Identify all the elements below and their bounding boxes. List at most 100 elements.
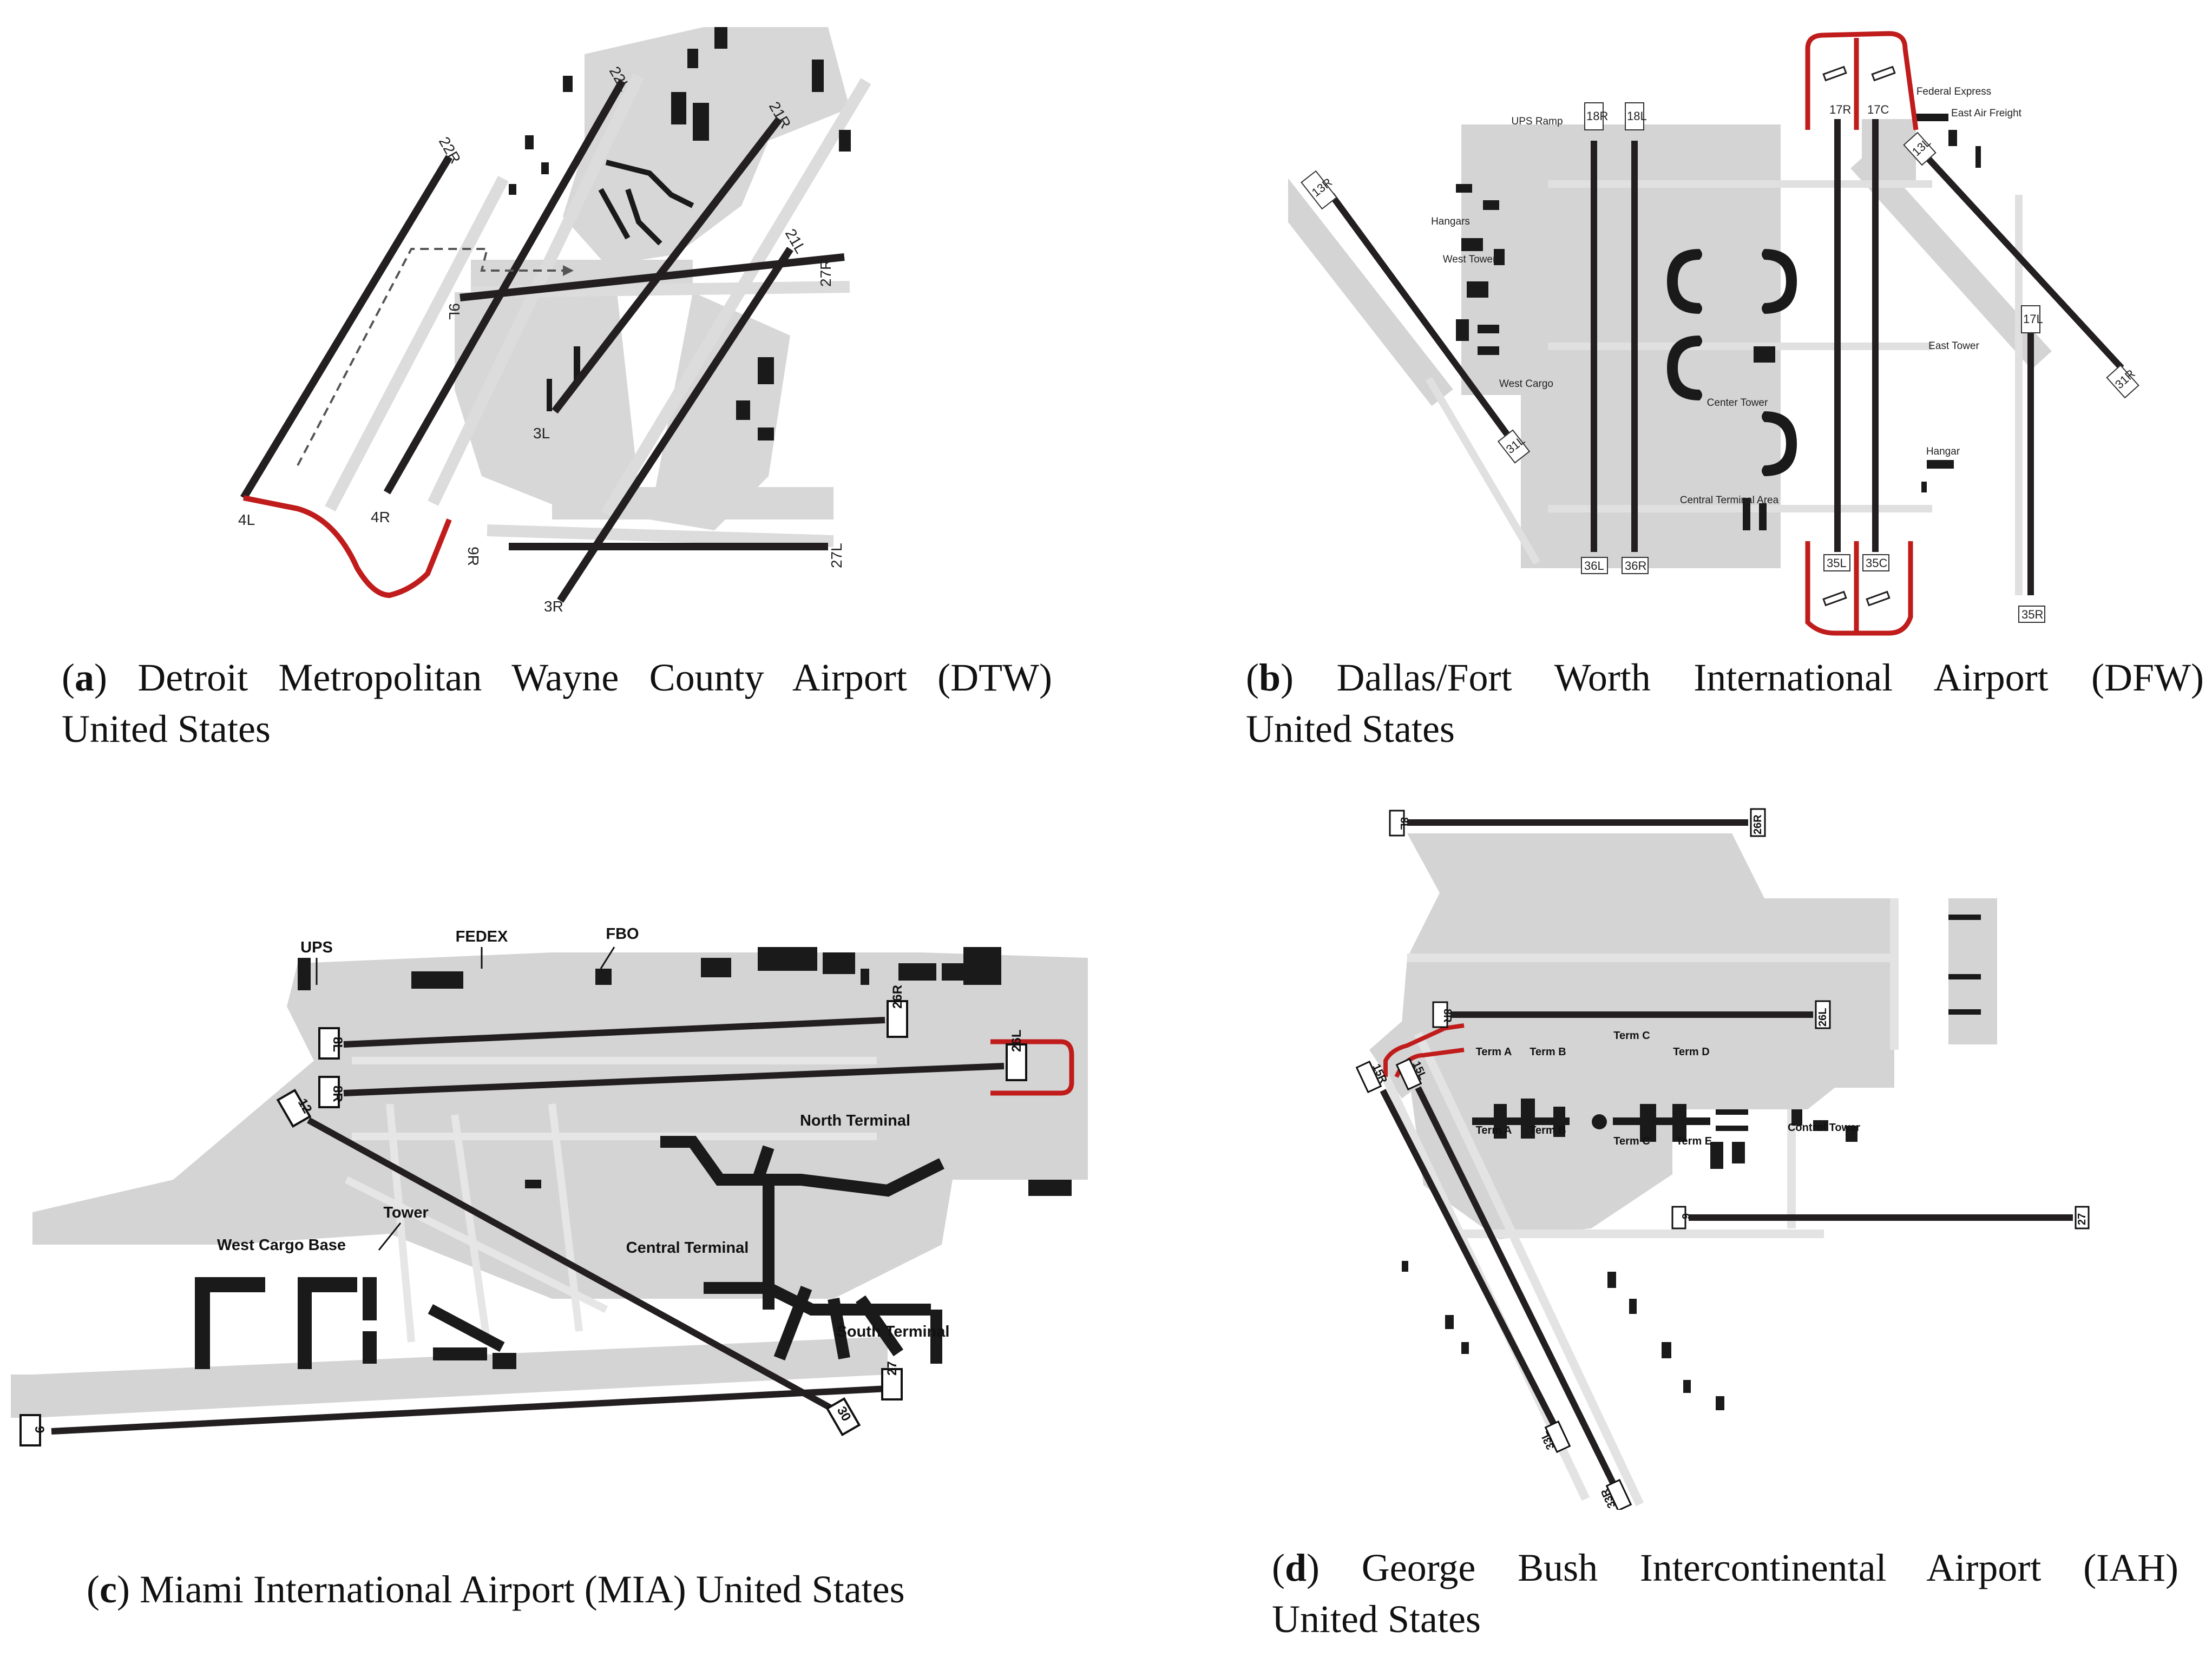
runway-label-35R: 35R	[2021, 608, 2043, 621]
facility-label-central-terminal: Central Terminal Area	[1680, 495, 1779, 506]
runway-label-4R: 4R	[371, 509, 390, 525]
runway-13L-31R	[1924, 154, 2124, 371]
facility-label-west-tower: West Tower	[1443, 254, 1496, 265]
facility-label-fbo: FBO	[606, 925, 639, 943]
runway-tag-17C: 17C	[1867, 103, 1889, 116]
facility-label-center-tower: Center Tower	[1707, 397, 1768, 409]
caption-d-line2: United States	[1272, 1597, 1481, 1641]
map-dtw: 22L 22R 21R 21L 27R 9L 3L 4L 4R 9R 27L 3…	[238, 27, 871, 611]
facility-label-term-a-bottom: Term A	[1476, 1125, 1512, 1136]
caption-a-line2: United States	[62, 707, 271, 751]
caption-letter-d: d	[1284, 1546, 1307, 1589]
runway-tag-35C: 35C	[1862, 554, 1889, 571]
mia-buildings	[298, 947, 1072, 1196]
runway-tag-9: 9	[19, 1414, 47, 1446]
runway-tag-8R: 8R	[318, 1076, 345, 1108]
caption-b: (b) Dallas/Fort Worth International Airp…	[1246, 652, 2204, 755]
facility-label-term-a-top: Term A	[1476, 1046, 1512, 1058]
runway-tag-31R: 31R	[2106, 364, 2139, 399]
runway-tag-35L: 35L	[1823, 554, 1850, 571]
runway-tag-8L: 8L	[1389, 810, 1410, 837]
runway-label-8R: 8R	[1441, 1009, 1453, 1023]
dtw-taxiways	[325, 73, 871, 547]
iah-terminals	[1402, 915, 1981, 1410]
dtw-runways	[240, 79, 845, 603]
runway-9-27	[51, 1385, 899, 1435]
runway-label-6: 6	[1679, 1213, 1691, 1219]
runway-8R-26L	[343, 1063, 1005, 1096]
runway-tag-13L: 13L	[1903, 131, 1937, 166]
facility-label-ups: UPS	[300, 939, 333, 956]
runway-tag-17L: 17L	[2021, 305, 2043, 333]
facility-label-term-c-top: Term C	[1613, 1030, 1650, 1042]
dfw-highlight-routes	[1805, 31, 1919, 636]
runway-tag-30: 30	[825, 1397, 861, 1436]
caption-a-line1: Detroit Metropolitan Wayne County Airpor…	[137, 656, 1052, 699]
runway-label-35C: 35C	[1866, 556, 1887, 570]
caption-letter-c: c	[99, 1568, 117, 1611]
facility-label-east-tower: East Tower	[1928, 340, 1979, 352]
runway-label-27R: 27R	[817, 259, 834, 287]
runway-label-8L: 8L	[1398, 817, 1410, 830]
facility-label-term-c-bottom: Term C	[1613, 1135, 1650, 1147]
facility-label-hangars: Hangars	[1431, 216, 1470, 227]
facility-label-west-cargo-base: West Cargo Base	[217, 1237, 346, 1254]
caption-a: (a) Detroit Metropolitan Wayne County Ai…	[62, 652, 1052, 755]
runway-label-8L: 8L	[330, 1037, 345, 1052]
runway-label-35L: 35L	[1827, 556, 1847, 570]
dtw-highlight-route	[243, 495, 452, 599]
mia-cargo-buildings	[195, 1277, 516, 1369]
mia-highlight-route	[990, 1039, 1074, 1096]
mia-terminals	[660, 1136, 944, 1364]
runway-3R-21L	[557, 247, 793, 603]
runway-label-17R: 17R	[1829, 103, 1851, 116]
runway-tag-36L: 36L	[1581, 557, 1608, 574]
runway-tag-27: 27	[2075, 1206, 2090, 1229]
runway-label-9L: 9L	[446, 303, 463, 320]
runway-label-27L: 27L	[828, 543, 845, 568]
runway-label-26L: 26L	[1817, 1008, 1829, 1027]
runway-label-26L: 26L	[1009, 1030, 1024, 1052]
dfw-central-terminals	[1456, 114, 1981, 530]
caption-letter-a: a	[74, 656, 94, 699]
map-iah: 8L 26R 8R 26L 15R 15L 6 27 33L 33R Term …	[1355, 808, 2090, 1510]
dtw-buildings	[509, 27, 851, 440]
runway-tag-13R: 13R	[1301, 170, 1337, 210]
dtw-terminal	[598, 160, 694, 246]
runway-4R-22L	[383, 79, 626, 495]
facility-label-term-d: Term D	[1673, 1046, 1709, 1058]
runway-4L-22R	[240, 155, 452, 500]
runway-tag-18R: 18R	[1584, 102, 1608, 130]
mia-pavement	[11, 952, 1088, 1418]
facility-label-north-terminal: North Terminal	[800, 1112, 910, 1129]
runway-label-3L: 3L	[533, 425, 550, 442]
facility-label-control-tower: Control Tower	[1788, 1122, 1860, 1134]
dtw-dashed-route	[297, 248, 563, 466]
runway-label-22R: 22R	[436, 134, 464, 167]
dtw-route-arrow	[563, 265, 574, 276]
runway-label-27: 27	[885, 1361, 900, 1376]
mia-taxiways	[344, 1057, 877, 1343]
runway-label-8R: 8R	[330, 1086, 345, 1102]
runway-label-9R: 9R	[465, 547, 482, 566]
facility-label-west-cargo: West Cargo	[1499, 378, 1553, 390]
facility-label-east-air-freight: East Air Freight	[1951, 108, 2022, 119]
runway-tag-26R: 26R	[887, 985, 908, 1038]
runway-tag-15R: 15R	[1355, 1060, 1389, 1094]
runway-tag-8R: 8R	[1432, 1001, 1453, 1028]
runway-label-18R: 18R	[1586, 109, 1608, 123]
runway-12-30	[307, 1117, 841, 1416]
facility-label-south-terminal: South Terminal	[837, 1323, 950, 1340]
runway-label-17L: 17L	[2023, 312, 2043, 326]
facility-label-central-terminal: Central Terminal	[626, 1239, 749, 1257]
runway-label-4L: 4L	[238, 511, 255, 528]
runway-label-17C: 17C	[1867, 103, 1889, 116]
runway-3L-21R	[552, 116, 783, 414]
mia-runways	[51, 1017, 1005, 1435]
caption-c: (c) Miami International Airport (MIA) Un…	[87, 1568, 905, 1611]
caption-d: (d) George Bush Intercontinental Airport…	[1272, 1542, 2178, 1645]
map-dfw: 13R 18R 18L 17R 17C 13L 17L 31R 31L 36L …	[1288, 31, 2139, 636]
map-mia: 8L 26R 8R 26L 12 30 9 27 UPS FEDEX FBO N…	[11, 925, 1088, 1446]
runway-13R-31L	[1329, 193, 1513, 440]
runway-label-26R: 26R	[890, 985, 905, 1009]
